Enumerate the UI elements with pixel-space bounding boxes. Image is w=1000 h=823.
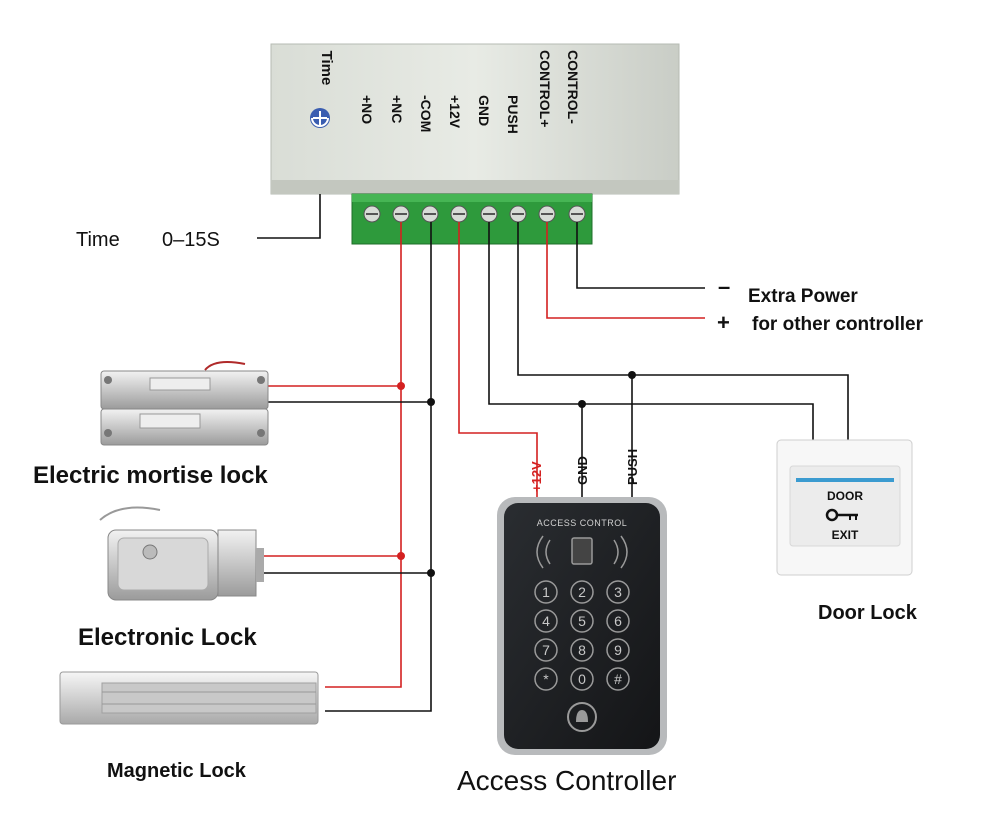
extra-power-plus-sign: + — [717, 310, 730, 335]
keypad-key-ring[interactable] — [534, 609, 558, 633]
doorbell-button-icon[interactable] — [567, 702, 597, 732]
time-leader-line — [257, 194, 321, 239]
terminal-label-control-plus: CONTROL+ — [537, 50, 553, 127]
wire-12v — [458, 222, 538, 497]
wire-label-push: PUSH — [625, 449, 640, 485]
keypad-keys: 1 2 3 4 5 6 7 8 9 * 0 # — [534, 580, 630, 691]
terminal-label-12v: +12V — [447, 95, 463, 129]
rfid-wave-icon — [536, 535, 628, 569]
electronic-lock-image — [99, 506, 264, 601]
keypad-key[interactable]: 9 — [614, 642, 622, 658]
keypad-key-ring[interactable] — [570, 580, 594, 604]
keypad-key-ring[interactable] — [534, 580, 558, 604]
terminal-block — [351, 193, 593, 245]
keypad-key[interactable]: 4 — [542, 613, 550, 629]
keypad-key[interactable]: # — [614, 671, 622, 687]
junction-dots — [397, 371, 636, 577]
power-supply-box: Time +NO +NC -COM +12V GND PUSH CONTROL+… — [270, 43, 680, 195]
keypad-key-ring[interactable] — [570, 609, 594, 633]
terminal-label-push: PUSH — [505, 95, 521, 134]
keypad-key-ring[interactable] — [570, 638, 594, 662]
terminal-label-control-minus: CONTROL- — [565, 50, 581, 124]
time-adjust-knob-icon[interactable] — [310, 108, 330, 128]
keypad-key[interactable]: 3 — [614, 584, 622, 600]
keypad-key-ring[interactable] — [606, 638, 630, 662]
wire-control-minus — [576, 222, 705, 289]
time-range-value: 0–15S — [162, 229, 220, 251]
extra-power-subtitle: for other controller — [752, 314, 924, 335]
magnetic-lock-label: Magnetic Lock — [107, 760, 247, 782]
access-controller-keypad: ACCESS CONTROL 1 2 3 4 5 6 7 8 9 * 0 # — [497, 497, 667, 755]
electric-mortise-lock-image — [100, 361, 269, 446]
keypad-key[interactable]: 6 — [614, 613, 622, 629]
extra-power-minus-sign: – — [718, 274, 730, 299]
terminal-label-no: +NO — [359, 95, 375, 124]
wire-gnd — [488, 222, 814, 440]
wire-label-gnd: GND — [575, 456, 590, 485]
terminal-screws — [363, 205, 586, 223]
keypad-key-ring[interactable] — [606, 609, 630, 633]
wire-control-plus — [546, 222, 705, 319]
door-lock-label: Door Lock — [818, 602, 918, 624]
exit-button-bottom-text: EXIT — [832, 528, 859, 542]
wire-nc — [325, 222, 402, 688]
extra-power-title: Extra Power — [748, 286, 858, 307]
electronic-lock-label: Electronic Lock — [78, 624, 257, 651]
terminal-label-com: -COM — [418, 95, 434, 132]
exit-button-top-text: DOOR — [827, 489, 863, 503]
terminal-label-gnd: GND — [476, 95, 492, 126]
terminal-label-nc: +NC — [389, 95, 405, 123]
time-range-label: Time — [76, 229, 120, 251]
keypad-key[interactable]: 1 — [542, 584, 550, 600]
door-exit-button[interactable]: DOOR EXIT — [776, 439, 913, 576]
keypad-key-ring[interactable] — [570, 667, 594, 691]
keypad-key[interactable]: 7 — [542, 642, 550, 658]
keypad-key[interactable]: 2 — [578, 584, 586, 600]
wire-push — [517, 222, 849, 440]
keypad-key-ring[interactable] — [534, 638, 558, 662]
wire-label-12v: +12V — [529, 461, 544, 492]
magnetic-lock-image — [59, 671, 319, 725]
access-controller-label: Access Controller — [457, 765, 676, 796]
time-knob-label: Time — [318, 51, 335, 86]
keypad-key-ring[interactable] — [606, 580, 630, 604]
keypad-key[interactable]: 8 — [578, 642, 586, 658]
electric-mortise-lock-label: Electric mortise lock — [33, 462, 268, 489]
keypad-key[interactable]: * — [543, 671, 549, 687]
keypad-key-ring[interactable] — [606, 667, 630, 691]
keypad-key-ring[interactable] — [534, 667, 558, 691]
keypad-header: ACCESS CONTROL — [537, 518, 628, 528]
keypad-key[interactable]: 0 — [578, 671, 586, 687]
key-icon — [825, 508, 858, 522]
wire-com — [325, 222, 432, 712]
terminal-names: +NO +NC -COM +12V GND PUSH CONTROL+ CONT… — [359, 50, 581, 134]
keypad-key[interactable]: 5 — [578, 613, 586, 629]
wires — [257, 194, 849, 712]
